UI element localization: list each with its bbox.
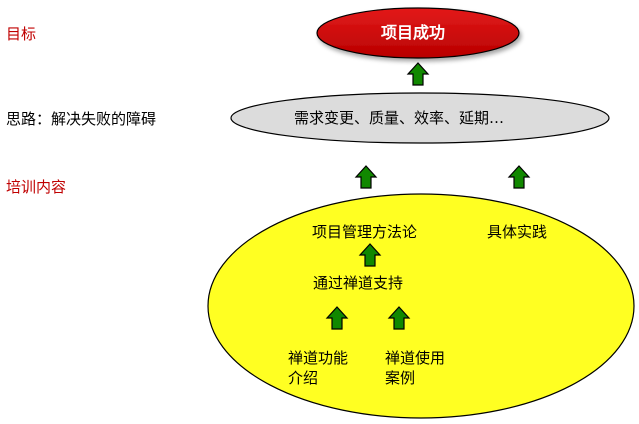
use-cases-text: 禅道使用 案例 (385, 348, 445, 388)
support-text: 通过禅道支持 (313, 274, 404, 292)
up-arrow-icon (507, 165, 531, 189)
use-cases-line-1: 禅道使用 (385, 349, 446, 367)
obstacle-node-text: 需求变更、质量、效率、延期… (294, 109, 505, 127)
use-cases-line-2: 案例 (385, 369, 416, 387)
goal-label: 目标 (6, 25, 37, 43)
feature-intro-line-1: 禅道功能 (288, 349, 349, 367)
goal-node-text: 项目成功 (381, 23, 446, 42)
up-arrow-icon (325, 306, 349, 330)
approach-label: 思路：解决失败的障碍 (6, 110, 157, 128)
training-ellipse (207, 193, 635, 419)
training-label: 培训内容 (6, 178, 67, 196)
feature-intro-line-2: 介绍 (288, 369, 319, 387)
goal-ellipse (316, 7, 520, 59)
up-arrow-icon (354, 165, 378, 189)
up-arrow-icon (406, 62, 430, 86)
up-arrow-icon (387, 306, 411, 330)
methodology-text: 项目管理方法论 (312, 223, 418, 241)
practice-text: 具体实践 (487, 223, 548, 241)
feature-intro-text: 禅道功能 介绍 (288, 348, 348, 388)
obstacle-ellipse (230, 92, 610, 144)
up-arrow-icon (358, 243, 382, 267)
